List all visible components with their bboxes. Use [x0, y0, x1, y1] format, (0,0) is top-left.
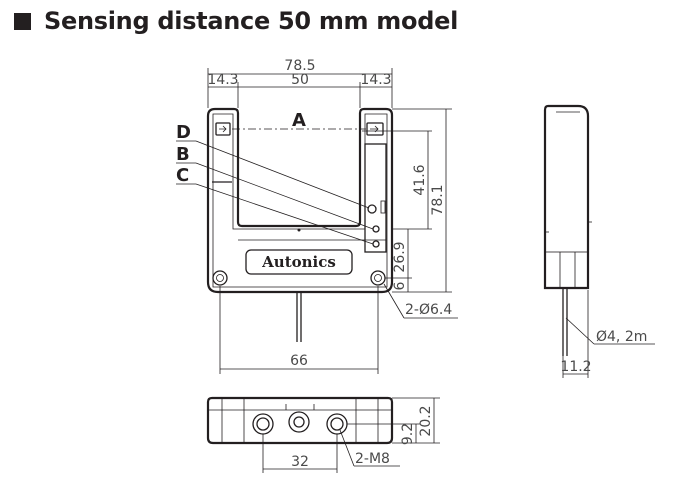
leader-b [195, 162, 374, 230]
side-view: Ø4, 2m 11.2 [543, 104, 655, 378]
bottom-center-marks [285, 404, 315, 410]
brand-logo-text: Autonics [261, 253, 336, 271]
mount-hole-right-inner [374, 274, 382, 282]
section-heading: Sensing distance 50 mm model [14, 4, 458, 38]
dim-bottom-offset: 9.2 [400, 423, 416, 445]
bottom-view: 32 2-M8 9.2 20.2 [206, 396, 440, 473]
label-c: C [176, 165, 189, 186]
dim-bottom-pitch: 32 [291, 454, 309, 470]
bottom-cable-port-inner [293, 416, 305, 428]
dim-bottom-holes: 2-M8 [355, 451, 390, 467]
heading-square-bullet [14, 12, 31, 30]
bottom-body-outline [206, 396, 394, 445]
dim-cable: Ø4, 2m [596, 329, 647, 345]
indicator-led-2 [372, 240, 380, 248]
mount-hole-left-inner [216, 274, 224, 282]
label-d: D [176, 122, 191, 143]
side-body-outline [543, 104, 590, 290]
indicator-led-1 [372, 225, 380, 233]
leader-cable [565, 317, 595, 345]
dim-bottom-height: 20.2 [418, 405, 434, 436]
emitter-arrow-icon [219, 125, 227, 133]
bottom-hole-right [326, 413, 348, 435]
sensitivity-adjuster [367, 204, 377, 214]
label-a: A [292, 110, 306, 131]
side-lower-block [544, 251, 589, 289]
slot-dot [297, 228, 301, 232]
mount-hole-left [212, 270, 228, 286]
dim-depth: 11.2 [560, 359, 591, 375]
mount-hole-right [370, 270, 386, 286]
bottom-hole-left-inner [256, 417, 270, 431]
dim-gap: 50 [291, 72, 309, 88]
front-view: Autonics [206, 107, 394, 342]
indicator-panel [364, 143, 387, 253]
emitter-window [215, 122, 231, 136]
leader-mount-holes [383, 283, 405, 319]
leader-d [195, 140, 370, 209]
dim-left-arm: 14.3 [207, 72, 238, 88]
front-dimensions: 78.5 14.3 50 14.3 41.6 78.1 26.9 6 2-Ø6.… [176, 58, 458, 374]
dim-overall-height: 78.1 [430, 184, 446, 215]
leader-bottom-holes [339, 429, 355, 467]
bottom-cable-port [288, 411, 310, 433]
dim-hole-pitch: 66 [290, 353, 308, 369]
bottom-hole-left [252, 413, 274, 435]
leader-c [195, 183, 374, 245]
receiver-window [366, 122, 384, 136]
logo-plate [245, 249, 353, 275]
page-title: Sensing distance 50 mm model [44, 7, 458, 35]
bottom-hole-right-inner [330, 417, 344, 431]
dim-mount-holes: 2-Ø6.4 [405, 302, 452, 318]
body-inner-edge [212, 113, 388, 288]
dim-lower-height: 26.9 [392, 241, 408, 272]
dim-slot-depth: 41.6 [412, 164, 428, 195]
label-b: B [176, 144, 190, 165]
dim-right-arm: 14.3 [360, 72, 391, 88]
dim-hole-offset: 6 [392, 281, 408, 290]
dim-overall-width: 78.5 [284, 58, 315, 74]
sensor-body-outline [206, 107, 394, 294]
mode-switch [380, 200, 386, 214]
